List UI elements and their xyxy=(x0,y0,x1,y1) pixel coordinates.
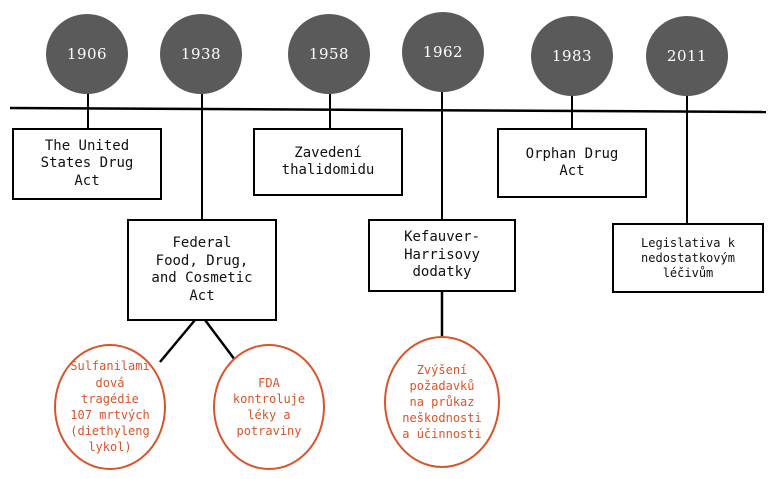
event-box-2011: Legislativa k nedostatkovým léčivům xyxy=(612,223,764,293)
timeline-axis xyxy=(9,106,767,114)
note-sulfanilamide-tragedy: Sulfanilami dová tragédie 107 mrtvých (d… xyxy=(54,344,166,470)
year-circle-1938: 1938 xyxy=(160,14,242,94)
connector-note-sulfanilamide xyxy=(159,319,196,363)
year-circle-2011: 2011 xyxy=(646,16,728,96)
year-circle-1962: 1962 xyxy=(402,12,484,92)
note-fda-control: FDA kontroluje léky a potraviny xyxy=(213,344,325,470)
year-circle-1958: 1958 xyxy=(288,14,370,94)
event-box-1938: Federal Food, Drug, and Cosmetic Act xyxy=(127,219,277,321)
event-box-1958: Zavedení thalidomidu xyxy=(253,128,403,196)
year-circle-1983: 1983 xyxy=(531,16,613,96)
event-box-1983: Orphan Drug Act xyxy=(497,128,647,198)
note-kefauver-requirements: Zvýšení požadavků na průkaz neškodnosti … xyxy=(384,336,500,468)
year-circle-1906: 1906 xyxy=(46,14,128,94)
event-box-1906: The United States Drug Act xyxy=(12,128,162,200)
connector-note-fda xyxy=(204,319,236,361)
event-box-1962: Kefauver- Harrisovy dodatky xyxy=(368,219,516,292)
